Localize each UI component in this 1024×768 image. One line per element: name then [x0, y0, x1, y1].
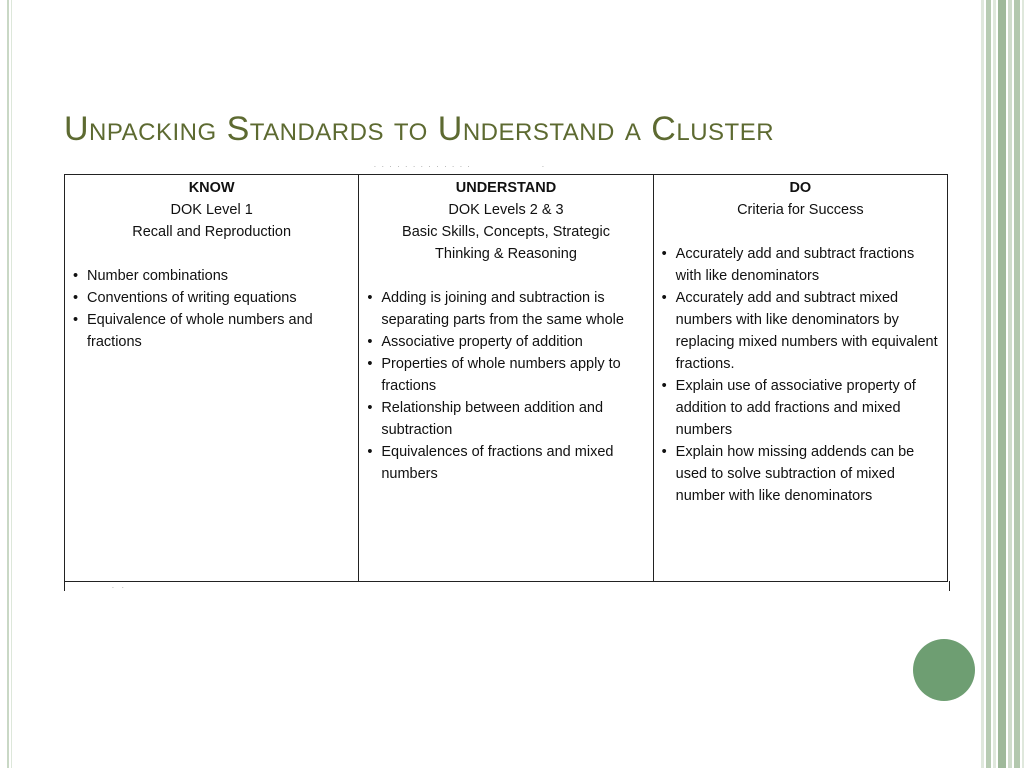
column-know: KNOW DOK Level 1 Recall and Reproduction… — [63, 174, 360, 582]
column-subtitle: Recall and Reproduction — [132, 224, 292, 240]
column-subtitle: Criteria for Success — [737, 202, 864, 218]
bullet-list: Accurately add and subtract fractions wi… — [660, 243, 941, 507]
column-subtitle: Basic Skills, Concepts, Strategic Thinki… — [402, 224, 610, 262]
cropped-text-fragment: · · — [112, 585, 127, 592]
column-header: UNDERSTAND — [455, 180, 557, 196]
list-item: Accurately add and subtract fractions wi… — [662, 243, 941, 287]
list-item: Explain how missing addends can be used … — [662, 441, 941, 507]
slide-title: Unpacking Standards to Understand a Clus… — [64, 110, 775, 148]
list-item: Number combinations — [73, 265, 352, 287]
filled-circle-icon — [913, 639, 975, 701]
list-item: Properties of whole numbers apply to fra… — [367, 353, 646, 397]
list-item: Conventions of writing equations — [73, 287, 352, 309]
column-subtitle: DOK Levels 2 & 3 — [448, 202, 564, 218]
cropped-text-fragment: · · · · · · · · · · · · · · — [374, 164, 546, 171]
column-do: DO Criteria for Success Accurately add a… — [652, 174, 949, 582]
list-item: Adding is joining and subtraction is sep… — [367, 287, 646, 331]
bullet-list: Adding is joining and subtraction is sep… — [365, 287, 646, 485]
list-item: Associative property of addition — [367, 331, 646, 353]
list-item: Equivalences of fractions and mixed numb… — [367, 441, 646, 485]
know-understand-do-table: KNOW DOK Level 1 Recall and Reproduction… — [63, 174, 949, 582]
left-frame-line — [7, 0, 9, 768]
column-subtitle: DOK Level 1 — [170, 202, 253, 218]
list-item: Accurately add and subtract mixed number… — [662, 287, 941, 375]
list-item: Relationship between addition and subtra… — [367, 397, 646, 441]
standards-table-image: · · · · · · · · · · · · · · KNOW DOK Lev… — [63, 164, 950, 592]
list-item: Equivalence of whole numbers and fractio… — [73, 309, 352, 353]
right-decorative-stripes — [976, 0, 1024, 768]
column-header: DO — [789, 180, 812, 196]
table-cropped-bottom — [64, 581, 950, 591]
column-understand: UNDERSTAND DOK Levels 2 & 3 Basic Skills… — [358, 174, 654, 582]
column-header: KNOW — [188, 180, 235, 196]
list-item: Explain use of associative property of a… — [662, 375, 941, 441]
left-frame-line-inner — [11, 0, 12, 768]
bullet-list: Number combinations Conventions of writi… — [71, 265, 352, 353]
